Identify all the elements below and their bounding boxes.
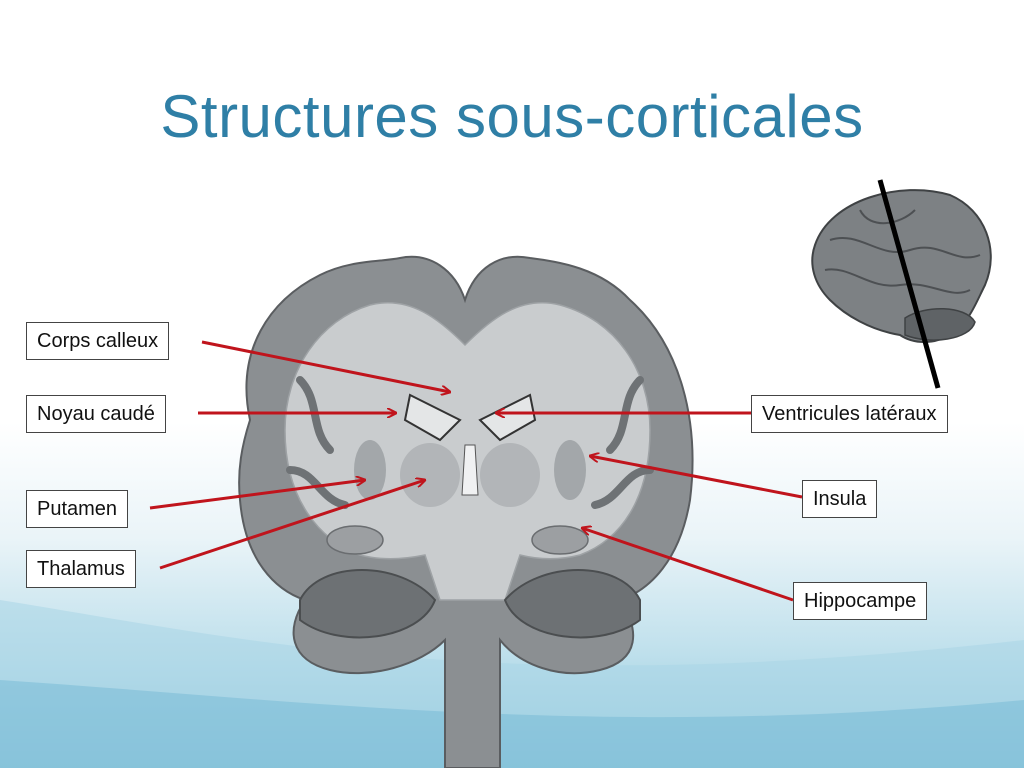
arrow-hippocampe [582, 528, 794, 602]
coronal-brain-image [238, 255, 694, 768]
label-insula: Insula [802, 480, 878, 518]
slide-title: Structures sous-corticales [160, 83, 864, 150]
label-putamen: Putamen [26, 490, 129, 528]
arrow-thalamus [159, 480, 425, 570]
label-noyau-caude: Noyau caudé [26, 395, 166, 433]
arrow-insula [590, 456, 803, 499]
section-line [877, 179, 941, 389]
label-corps-calleux: Corps calleux [26, 322, 170, 360]
arrow-corps-calleux [201, 340, 450, 392]
label-thalamus: Thalamus [26, 550, 136, 588]
label-hippocampe: Hippocampe [793, 582, 928, 620]
arrow-putamen [149, 480, 365, 510]
label-ventricules-lateraux: Ventricules latéraux [751, 395, 948, 433]
inset-brain-image [811, 179, 992, 389]
